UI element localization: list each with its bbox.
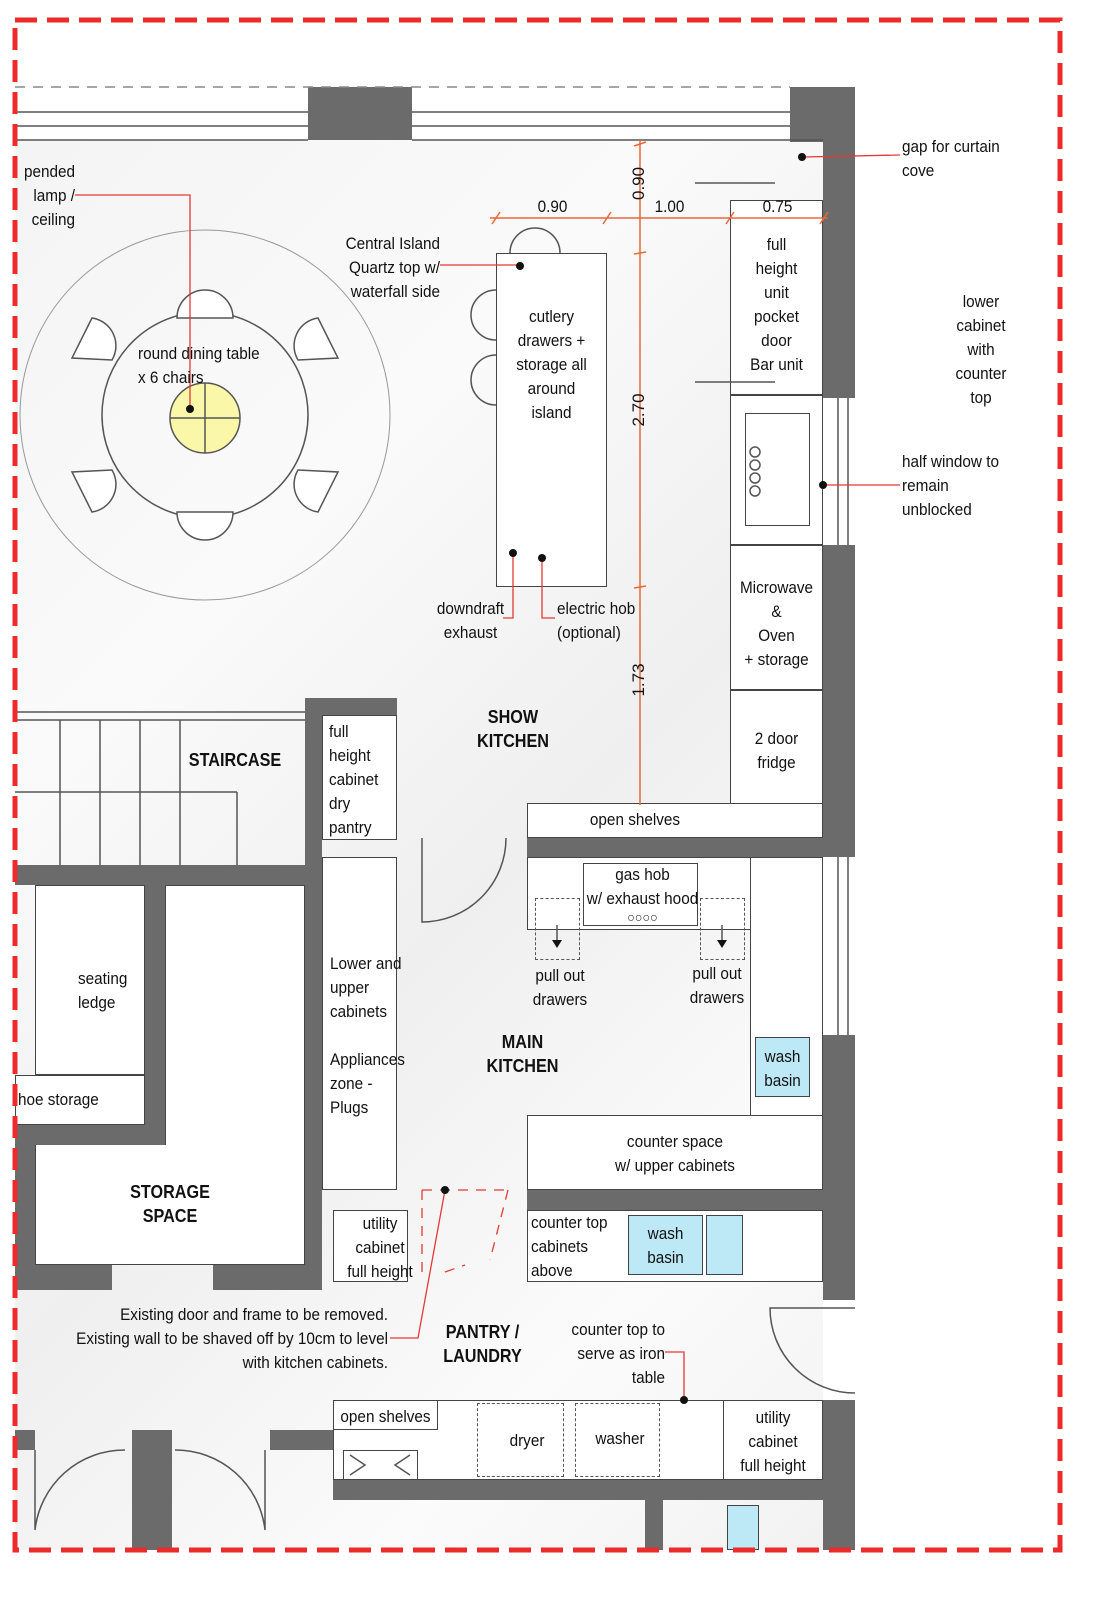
central-island-label: Central Island Quartz top w/ waterfall s… [345, 234, 440, 301]
downdraft-label: downdraft exhaust [436, 599, 505, 642]
wall [145, 865, 165, 1125]
utility-cabinet-right [723, 1400, 823, 1480]
counter-top-cab-label: counter top cabinets above [531, 1213, 608, 1280]
gas-hob-burners: ○○○○ [627, 909, 658, 925]
wash-basin-laundry-side [706, 1215, 743, 1275]
half-window-label: half window to remain unblocked [902, 452, 999, 519]
utility-left-label: utility cabinet full height [347, 1214, 413, 1281]
wall [333, 1480, 855, 1500]
column-top [308, 87, 412, 140]
pull-out-right-label: pull out drawers [689, 964, 745, 1007]
pull-out-left-outline [535, 898, 580, 960]
vent [343, 1450, 418, 1480]
gas-hob-label: gas hob w/ exhaust hood [586, 865, 699, 908]
wash-basin-laundry [628, 1215, 703, 1275]
microwave-oven [730, 545, 823, 690]
wash-basin-2-label: wash basin [647, 1224, 684, 1267]
microwave-label: Microwave & Oven + storage [739, 578, 814, 669]
main-kitchen-label: MAIN KITCHEN [486, 1032, 559, 1076]
wall [15, 1265, 112, 1290]
wall [645, 1500, 663, 1550]
pull-out-right-outline [700, 898, 745, 960]
iron-table-label: counter top to serve as iron table [571, 1320, 665, 1387]
dim-090: 0.90 [537, 197, 568, 216]
storage-space-label: STORAGE SPACE [130, 1182, 210, 1226]
show-kitchen-label: SHOW KITCHEN [477, 707, 549, 751]
dim-075: 0.75 [762, 197, 793, 216]
lower-cabinet-label: lower cabinet with counter top [955, 292, 1007, 407]
wall [132, 1430, 172, 1550]
basin-bottom [727, 1505, 759, 1550]
wash-basin-1-label: wash basin [764, 1047, 801, 1090]
pull-out-left-label: pull out drawers [532, 966, 588, 1009]
utility-right-label: utility cabinet full height [740, 1408, 806, 1475]
wall [15, 1125, 165, 1145]
seating-ledge [35, 885, 145, 1075]
washer-outline [575, 1403, 660, 1477]
wall [15, 1430, 35, 1450]
wall [305, 698, 397, 715]
wall [527, 1190, 855, 1210]
fridge [730, 690, 823, 808]
wall-right [823, 545, 855, 855]
wall [527, 838, 855, 857]
central-island [496, 253, 607, 587]
open-shelves-bottom [333, 1400, 438, 1430]
staircase-label: STAIRCASE [188, 750, 282, 770]
wall [15, 1125, 35, 1290]
wash-basin-main [755, 1037, 810, 1097]
existing-door-label: Existing door and frame to be removed. E… [76, 1305, 388, 1372]
wall-right [823, 1400, 855, 1550]
shoe-storage-label: hoe storage [18, 1090, 99, 1109]
utility-cabinet-left [333, 1210, 408, 1282]
dining-label: round dining table x 6 chairs [138, 344, 260, 387]
seating-label: seating ledge [78, 969, 128, 1012]
lower-upper-cabinets [322, 857, 397, 1190]
wall-right [823, 1035, 855, 1300]
full-height-unit [730, 200, 823, 395]
dry-pantry-label: full height cabinet dry pantry [329, 722, 379, 837]
counter-space-label: counter space w/ upper cabinets [615, 1132, 735, 1175]
wall [305, 698, 322, 1290]
full-height-unit-label: full height unit pocket door Bar unit [750, 235, 803, 374]
dryer-outline [477, 1403, 564, 1477]
gap-curtain-label: gap for curtain cove [902, 137, 1000, 180]
open-shelves-top [527, 803, 823, 838]
electric-hob-label: electric hob (optional) [557, 599, 636, 642]
open-shelves-top-label: open shelves [589, 810, 681, 829]
lamp-label: pended lamp / ceiling [23, 162, 75, 229]
fridge-label: 2 door fridge [754, 729, 799, 772]
island-label: cutlery drawers + storage all around isl… [516, 307, 587, 422]
wall-right [823, 140, 855, 398]
lower-upper-label: Lower and upper cabinets Appliances zone… [330, 954, 405, 1117]
dim-173: 1.73 [629, 663, 648, 697]
column-top-right [790, 87, 855, 142]
counter-space [527, 1115, 823, 1190]
wall [213, 1265, 322, 1290]
storage-space-lower [35, 1145, 305, 1265]
boundary [12, 17, 1063, 1553]
dryer-label: dryer [509, 1431, 545, 1450]
open-shelves-bottom-label: open shelves [340, 1407, 431, 1426]
dim-100: 1.00 [654, 197, 685, 216]
washer-label: washer [595, 1429, 645, 1448]
dim-090-vertical: 0.90 [629, 166, 648, 200]
dry-pantry [322, 715, 397, 840]
gas-hob [583, 863, 698, 926]
dim-270: 2.70 [629, 393, 648, 427]
pantry-label: PANTRY / LAUNDRY [443, 1322, 522, 1366]
